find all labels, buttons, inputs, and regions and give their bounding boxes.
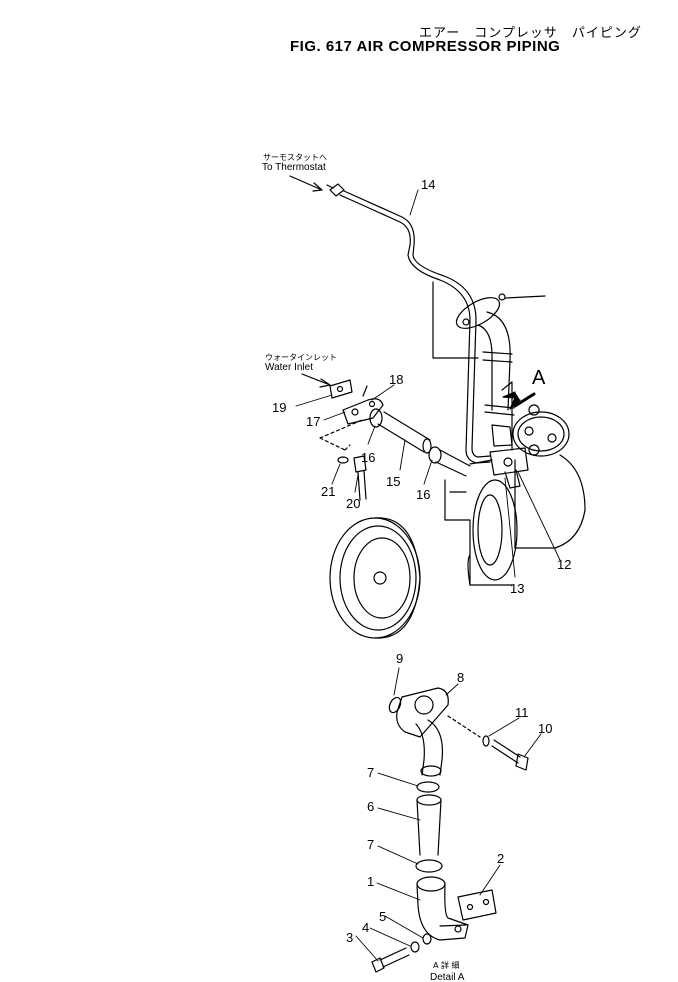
lower-leader-lines: [355, 667, 542, 962]
air-compressor-body: [467, 404, 586, 586]
upper-leader-lines: [295, 189, 561, 578]
callout-16-right: 16: [416, 487, 430, 502]
callout-3: 3: [346, 930, 353, 945]
view-a-marker: A: [532, 367, 546, 389]
callout-11: 11: [515, 705, 529, 720]
water-inlet-note: Water Inlet: [265, 362, 313, 373]
callout-16-left: 16: [361, 450, 375, 465]
callout-5: 5: [379, 909, 386, 924]
callout-19: 19: [272, 400, 286, 415]
callout-20: 20: [346, 496, 360, 511]
thermostat-arrowhead: [312, 182, 323, 192]
detail-a-note-japanese: A 詳 細: [433, 960, 460, 970]
upper-elbow-pipe: [455, 293, 515, 447]
callout-12: 12: [557, 557, 571, 572]
callout-numbers: 14 18 19 17 16 15 16 21 20 12 13 9 8 11 …: [272, 177, 571, 945]
callout-6: 6: [367, 799, 374, 814]
detail-a-note: Detail A: [430, 972, 465, 982]
water-inlet-arrowhead: [319, 378, 331, 388]
callout-8: 8: [457, 670, 464, 685]
callout-10: 10: [538, 721, 552, 736]
callout-7-lower: 7: [367, 837, 374, 852]
pulley: [329, 517, 421, 639]
view-a-arrow-shaft: [513, 392, 536, 408]
callout-21: 21: [321, 484, 335, 499]
callout-1: 1: [367, 874, 374, 889]
callout-14: 14: [421, 177, 435, 192]
callout-2: 2: [497, 851, 504, 866]
thermostat-note-japanese: サーモスタットへ: [263, 153, 327, 162]
engine-block-outline: [432, 281, 546, 586]
callout-17: 17: [306, 414, 320, 429]
water-inlet-arrow: [301, 373, 331, 386]
thermostat-tube-14: [326, 183, 491, 464]
callout-7-upper: 7: [367, 765, 374, 780]
water-inlet-parts: [319, 379, 471, 501]
callout-15: 15: [386, 474, 400, 489]
callout-9: 9: [396, 651, 403, 666]
thermostat-arrow: [289, 175, 323, 191]
callout-4: 4: [362, 920, 369, 935]
thermostat-note: To Thermostat: [262, 162, 326, 173]
detail-a-parts: [371, 687, 529, 973]
figure-title: FIG. 617 AIR COMPRESSOR PIPING: [290, 38, 561, 55]
connector-fitting-12-13: [469, 447, 529, 489]
water-inlet-note-japanese: ウォータインレット: [265, 353, 337, 362]
callout-13: 13: [510, 581, 524, 596]
callout-18: 18: [389, 372, 403, 387]
view-a-arrow: [502, 391, 521, 410]
figure-title-japanese: エアー コンプレッサ パイピング: [419, 26, 642, 41]
